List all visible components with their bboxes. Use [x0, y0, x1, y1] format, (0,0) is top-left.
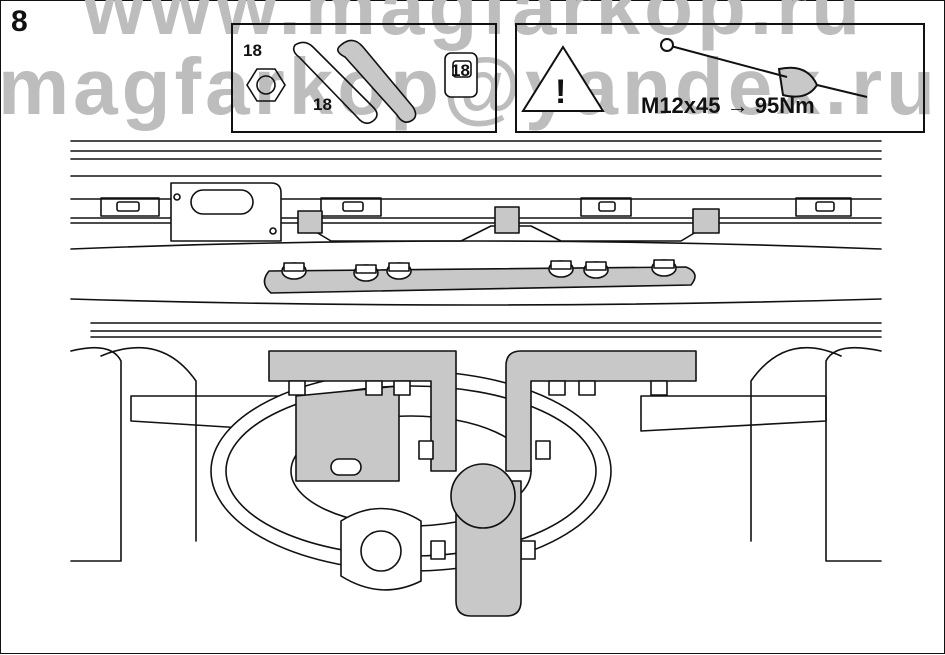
hex-nut-icon	[246, 68, 286, 102]
nut-size-label: 18	[243, 41, 262, 60]
main-beam	[70, 240, 882, 338]
slot-plate	[795, 197, 852, 217]
bracket-bolts	[288, 380, 668, 560]
ratchet-icon	[337, 39, 417, 123]
torque-wrench-icon	[666, 44, 868, 98]
clip	[297, 210, 323, 234]
open-end-wrench-icon	[292, 41, 378, 125]
side-bracket	[170, 182, 282, 242]
slot-plate	[100, 197, 160, 217]
svg-text:!: !	[555, 73, 566, 111]
step-number: 8	[11, 5, 28, 38]
torque-spec: M12x45 → 95Nm	[641, 93, 815, 118]
left-tyre	[70, 346, 122, 562]
mounting-plate	[263, 266, 696, 294]
tools-panel: 18 18 18	[231, 23, 497, 133]
warning-triangle-icon	[521, 45, 605, 112]
socket-size-label: 18	[451, 61, 470, 80]
clip	[494, 206, 520, 234]
right-arm	[640, 395, 827, 432]
bolts-on-plate	[281, 259, 677, 282]
tow-ball	[450, 463, 516, 529]
socket-bracket	[340, 507, 422, 591]
side-plate	[295, 385, 400, 482]
torque-warning-panel: ! M12x45 → 95Nm	[515, 23, 925, 133]
clip	[692, 208, 720, 234]
slot-plate	[320, 197, 382, 217]
slot-plate	[580, 197, 632, 217]
right-tyre	[825, 346, 882, 562]
wrench-size-label: 18	[313, 95, 332, 114]
